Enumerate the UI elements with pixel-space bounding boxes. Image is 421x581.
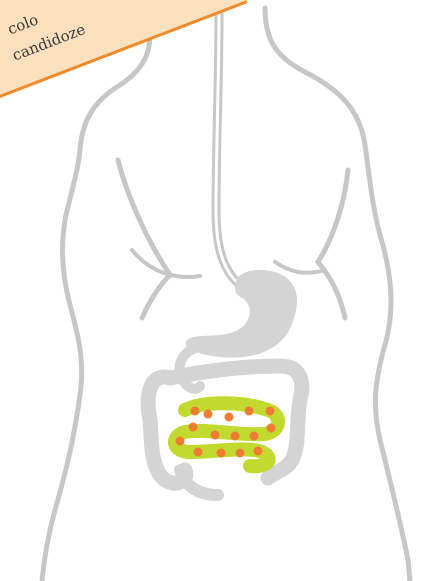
spot — [189, 423, 198, 432]
left-arm-inner-edge — [118, 160, 170, 318]
spot — [194, 448, 203, 457]
candidiasis-banner: colo candidoze — [0, 0, 247, 106]
spot — [217, 449, 226, 458]
spot — [211, 431, 220, 440]
spot — [245, 407, 254, 416]
rectum — [180, 470, 218, 495]
spot — [254, 447, 263, 456]
spot — [250, 432, 259, 441]
spot — [231, 432, 240, 441]
infected-small-intestine — [175, 403, 278, 466]
spot — [191, 407, 200, 416]
spot — [225, 413, 234, 422]
right-arm-inner-edge — [318, 170, 348, 318]
left-chest-curve — [132, 250, 200, 277]
spot — [266, 407, 275, 416]
stomach — [186, 270, 297, 358]
spot — [236, 449, 245, 458]
spot — [204, 410, 213, 419]
body-outline-left — [42, 8, 150, 581]
spot — [267, 424, 276, 433]
spot — [176, 437, 185, 446]
